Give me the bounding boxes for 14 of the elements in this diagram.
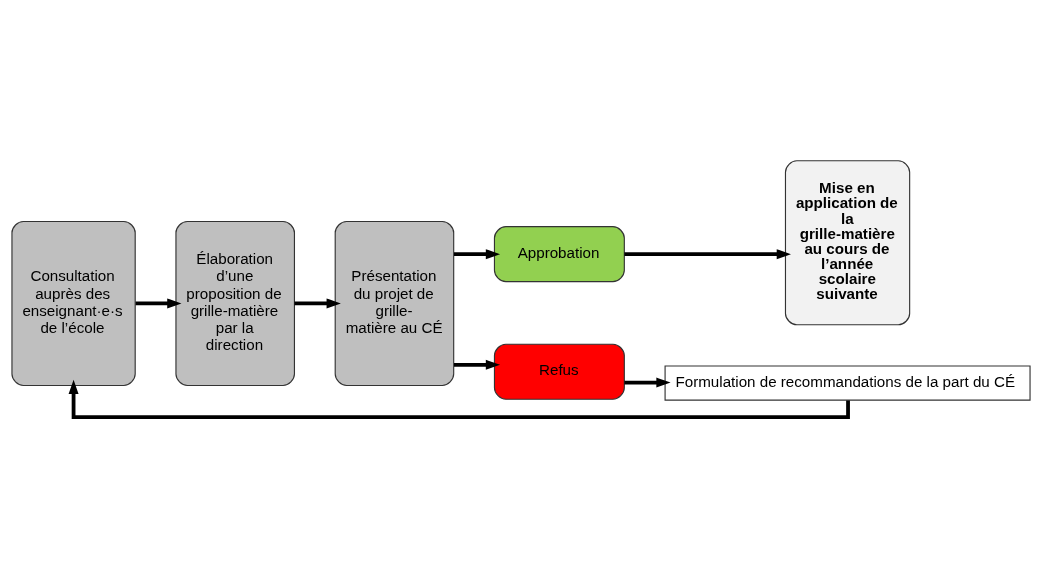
node-box: Consultation auprès des enseignant·e·s de l’école <box>11 220 136 386</box>
node-box: Refus <box>493 343 625 400</box>
node-box: Approbation <box>493 225 625 282</box>
arrow <box>135 297 182 308</box>
arrow <box>454 248 501 259</box>
arrow <box>68 379 850 419</box>
arrow <box>294 297 341 308</box>
arrow <box>624 248 791 259</box>
node-box: Élaboration d’une proposition de grille-matière par la direction <box>175 220 295 386</box>
node-box: Formulation de recommandations de la part du CÉ <box>664 364 1031 401</box>
arrow <box>454 359 501 370</box>
arrow <box>624 377 671 388</box>
node-box: Présentation du projet de grille- matière au CÉ <box>334 220 455 386</box>
node-box: Mise en application de la grille-matière au cours de l’année scolaire suivante <box>784 159 911 325</box>
